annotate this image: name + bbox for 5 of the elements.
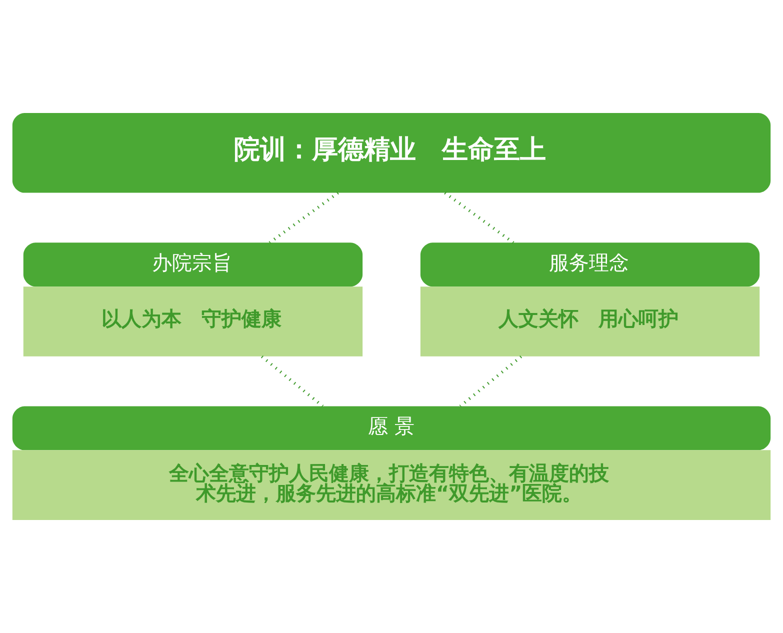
node-box: 院训：厚德精业 生命至上 [12,113,771,193]
connector [268,192,339,244]
connector [459,355,522,408]
connector [444,192,514,244]
connector [260,355,324,408]
